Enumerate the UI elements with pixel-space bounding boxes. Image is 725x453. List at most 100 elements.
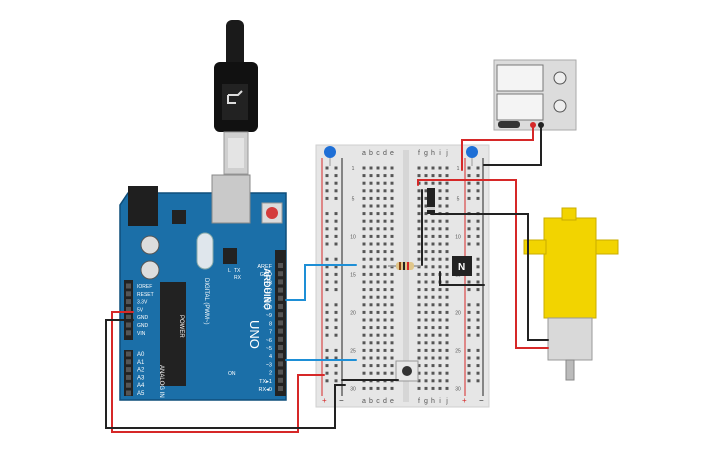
rail-hole[interactable] xyxy=(325,379,329,383)
breadboard-hole[interactable] xyxy=(424,386,428,390)
rail-hole[interactable] xyxy=(334,212,338,216)
digital-pin[interactable] xyxy=(278,345,283,350)
breadboard-hole[interactable] xyxy=(376,326,380,330)
breadboard-hole[interactable] xyxy=(390,250,394,254)
breadboard-hole[interactable] xyxy=(445,379,449,383)
breadboard-hole[interactable] xyxy=(424,181,428,185)
breadboard-hole[interactable] xyxy=(417,242,421,246)
breadboard-hole[interactable] xyxy=(390,257,394,261)
breadboard-hole[interactable] xyxy=(369,356,373,360)
breadboard-hole[interactable] xyxy=(376,242,380,246)
breadboard-hole[interactable] xyxy=(424,212,428,216)
breadboard-hole[interactable] xyxy=(376,219,380,223)
breadboard-hole[interactable] xyxy=(431,303,435,307)
breadboard-hole[interactable] xyxy=(369,166,373,170)
breadboard-hole[interactable] xyxy=(362,326,366,330)
breadboard-hole[interactable] xyxy=(424,234,428,238)
breadboard-hole[interactable] xyxy=(390,280,394,284)
breadboard-hole[interactable] xyxy=(362,219,366,223)
breadboard-hole[interactable] xyxy=(417,204,421,208)
breadboard-hole[interactable] xyxy=(376,303,380,307)
breadboard-hole[interactable] xyxy=(383,303,387,307)
breadboard-hole[interactable] xyxy=(417,174,421,178)
power-pin[interactable] xyxy=(126,306,131,312)
rail-hole[interactable] xyxy=(334,227,338,231)
breadboard-hole[interactable] xyxy=(438,250,442,254)
breadboard-hole[interactable] xyxy=(390,318,394,322)
rail-hole[interactable] xyxy=(325,234,329,238)
breadboard-hole[interactable] xyxy=(362,288,366,292)
breadboard-hole[interactable] xyxy=(376,189,380,193)
power-pin[interactable] xyxy=(126,314,131,320)
breadboard-hole[interactable] xyxy=(376,181,380,185)
breadboard-hole[interactable] xyxy=(417,303,421,307)
rail-hole[interactable] xyxy=(325,288,329,292)
breadboard-hole[interactable] xyxy=(417,219,421,223)
breadboard-hole[interactable] xyxy=(376,196,380,200)
breadboard-hole[interactable] xyxy=(362,280,366,284)
breadboard-hole[interactable] xyxy=(390,227,394,231)
breadboard-hole[interactable] xyxy=(431,219,435,223)
rail-hole[interactable] xyxy=(334,348,338,352)
rail-hole[interactable] xyxy=(476,181,480,185)
breadboard-hole[interactable] xyxy=(445,364,449,368)
rail-hole[interactable] xyxy=(334,333,338,337)
breadboard-hole[interactable] xyxy=(390,288,394,292)
rail-hole[interactable] xyxy=(334,181,338,185)
breadboard-hole[interactable] xyxy=(362,234,366,238)
rail-hole[interactable] xyxy=(476,166,480,170)
breadboard-hole[interactable] xyxy=(383,181,387,185)
breadboard-hole[interactable] xyxy=(369,242,373,246)
breadboard-hole[interactable] xyxy=(390,386,394,390)
breadboard-hole[interactable] xyxy=(362,212,366,216)
rail-hole[interactable] xyxy=(476,310,480,314)
breadboard-hole[interactable] xyxy=(424,356,428,360)
breadboard-hole[interactable] xyxy=(390,242,394,246)
rail-hole[interactable] xyxy=(334,280,338,284)
rail-hole[interactable] xyxy=(334,174,338,178)
rail-hole[interactable] xyxy=(325,356,329,360)
breadboard-hole[interactable] xyxy=(390,371,394,375)
breadboard-hole[interactable] xyxy=(445,181,449,185)
digital-pin[interactable] xyxy=(278,304,283,309)
breadboard-hole[interactable] xyxy=(369,371,373,375)
breadboard-hole[interactable] xyxy=(424,371,428,375)
breadboard-hole[interactable] xyxy=(445,386,449,390)
rail-hole[interactable] xyxy=(334,272,338,276)
digital-pin[interactable] xyxy=(278,336,283,342)
breadboard-hole[interactable] xyxy=(424,333,428,337)
breadboard-hole[interactable] xyxy=(438,303,442,307)
rail-hole[interactable] xyxy=(476,272,480,276)
breadboard-hole[interactable] xyxy=(445,272,449,276)
breadboard-hole[interactable] xyxy=(438,341,442,345)
breadboard-hole[interactable] xyxy=(362,386,366,390)
breadboard-hole[interactable] xyxy=(438,227,442,231)
breadboard-hole[interactable] xyxy=(383,265,387,269)
breadboard-hole[interactable] xyxy=(369,250,373,254)
breadboard-hole[interactable] xyxy=(438,310,442,314)
digital-pin[interactable] xyxy=(278,320,283,326)
breadboard-hole[interactable] xyxy=(390,189,394,193)
breadboard-hole[interactable] xyxy=(438,242,442,246)
digital-pin[interactable] xyxy=(278,361,283,367)
breadboard-hole[interactable] xyxy=(383,250,387,254)
breadboard-hole[interactable] xyxy=(390,326,394,330)
breadboard-hole[interactable] xyxy=(438,348,442,352)
breadboard-hole[interactable] xyxy=(431,257,435,261)
breadboard-hole[interactable] xyxy=(445,288,449,292)
rail-hole[interactable] xyxy=(476,196,480,200)
breadboard-hole[interactable] xyxy=(362,310,366,314)
rail-hole[interactable] xyxy=(476,326,480,330)
breadboard-hole[interactable] xyxy=(424,348,428,352)
breadboard-hole[interactable] xyxy=(383,204,387,208)
rail-hole[interactable] xyxy=(467,356,471,360)
breadboard-hole[interactable] xyxy=(445,318,449,322)
breadboard-hole[interactable] xyxy=(424,295,428,299)
breadboard-hole[interactable] xyxy=(417,386,421,390)
breadboard-hole[interactable] xyxy=(445,174,449,178)
breadboard-hole[interactable] xyxy=(417,310,421,314)
breadboard-hole[interactable] xyxy=(390,234,394,238)
breadboard-hole[interactable] xyxy=(383,257,387,261)
breadboard-hole[interactable] xyxy=(376,341,380,345)
breadboard-hole[interactable] xyxy=(417,234,421,238)
